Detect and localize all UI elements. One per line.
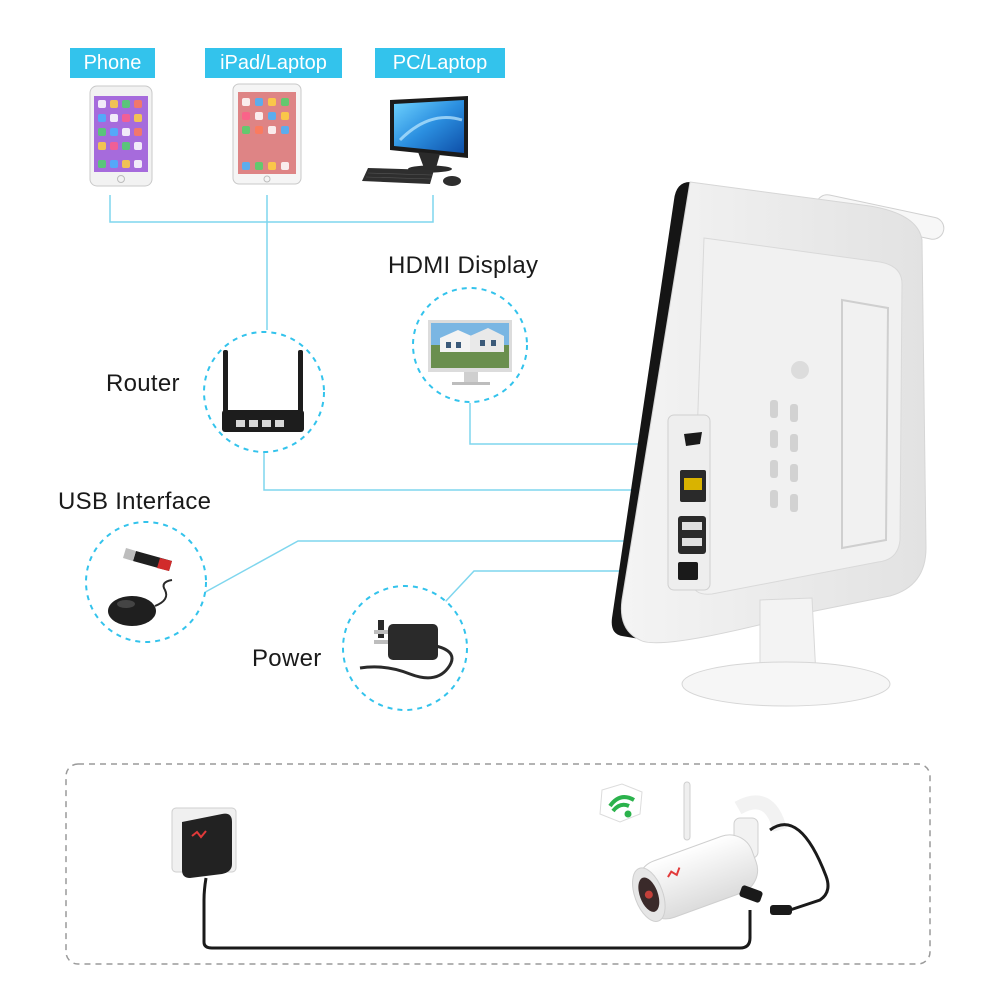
pc-monitor-icon bbox=[390, 96, 468, 173]
wifi-icon bbox=[599, 783, 643, 823]
router-label: Router bbox=[106, 370, 180, 397]
camera-setup-box bbox=[65, 763, 931, 965]
pc-laptop-label: PC/Laptop bbox=[375, 48, 505, 78]
phone-label: Phone bbox=[70, 48, 155, 78]
keyboard-icon bbox=[362, 168, 434, 184]
device-connector-lines bbox=[109, 195, 434, 330]
wireless-camera-icon bbox=[632, 781, 830, 922]
ethernet-port-icon bbox=[680, 470, 706, 502]
phone-icon bbox=[89, 85, 153, 187]
router-icon bbox=[203, 331, 325, 453]
nvr-monitor bbox=[611, 181, 945, 707]
usb-flash-drive-icon bbox=[123, 548, 172, 571]
hdmi-display-icon bbox=[412, 287, 528, 403]
ipad-icon bbox=[232, 83, 302, 185]
port-connector-lines bbox=[199, 403, 688, 603]
wall-adapter-icon bbox=[171, 807, 752, 950]
power-label: Power bbox=[252, 645, 322, 672]
hdmi-port-icon bbox=[684, 432, 702, 446]
usb-interface-label: USB Interface bbox=[58, 488, 212, 515]
dc-power-port-icon bbox=[678, 562, 698, 580]
power-adapter-icon bbox=[342, 585, 468, 711]
hdmi-display-label: HDMI Display bbox=[388, 252, 539, 279]
ipad-laptop-label: iPad/Laptop bbox=[205, 48, 342, 78]
usb-mouse-icon bbox=[108, 579, 173, 626]
usb-devices-icon bbox=[85, 521, 207, 643]
usb-port-icon bbox=[678, 516, 706, 554]
mouse-icon bbox=[443, 176, 461, 186]
